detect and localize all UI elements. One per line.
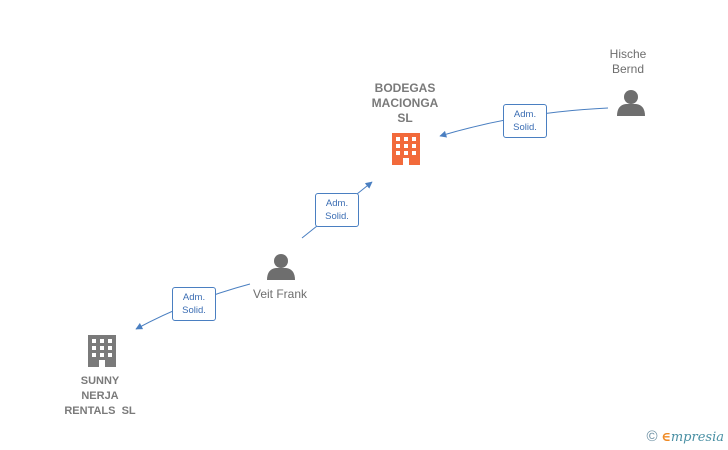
role-line: Solid. (325, 211, 349, 222)
role-line: Solid. (182, 305, 206, 316)
label-line: Veit Frank (252, 287, 308, 301)
label-line: SL (397, 111, 413, 125)
person-label-veit[interactable]: Veit Frank (240, 287, 320, 302)
brand-logo: © ∈mpresia (647, 428, 724, 445)
person-icon[interactable] (617, 90, 645, 116)
role-badge-veit-sunny[interactable]: Adm. Solid. (172, 287, 216, 321)
label-line: BODEGAS (374, 81, 436, 95)
copyright-symbol: © (646, 428, 658, 445)
role-badge-veit-bodegas[interactable]: Adm. Solid. (315, 193, 359, 227)
label-line: MACIONGA (371, 96, 439, 110)
building-icon[interactable] (392, 133, 420, 165)
label-line: RENTALS SL (64, 405, 136, 417)
role-badge-hische-bodegas[interactable]: Adm. Solid. (503, 104, 547, 138)
company-label-bodegas[interactable]: BODEGAS MACIONGA SL (360, 81, 450, 126)
label-line: Hische (609, 47, 647, 61)
role-line: Adm. (513, 109, 537, 120)
building-icon[interactable] (88, 335, 116, 367)
label-line: Bernd (611, 62, 645, 76)
label-line: NERJA (81, 390, 119, 402)
person-label-hische[interactable]: Hische Bernd (598, 47, 658, 77)
role-line: Adm. (325, 198, 349, 209)
role-line: Solid. (513, 122, 537, 133)
person-icon[interactable] (267, 254, 295, 280)
label-line: SUNNY (80, 375, 120, 387)
role-line: Adm. (182, 292, 206, 303)
company-label-sunny[interactable]: SUNNY NERJA RENTALS SL (52, 374, 148, 419)
brand-e: ∈ (661, 430, 671, 445)
brand-name: mpresia (670, 430, 724, 445)
